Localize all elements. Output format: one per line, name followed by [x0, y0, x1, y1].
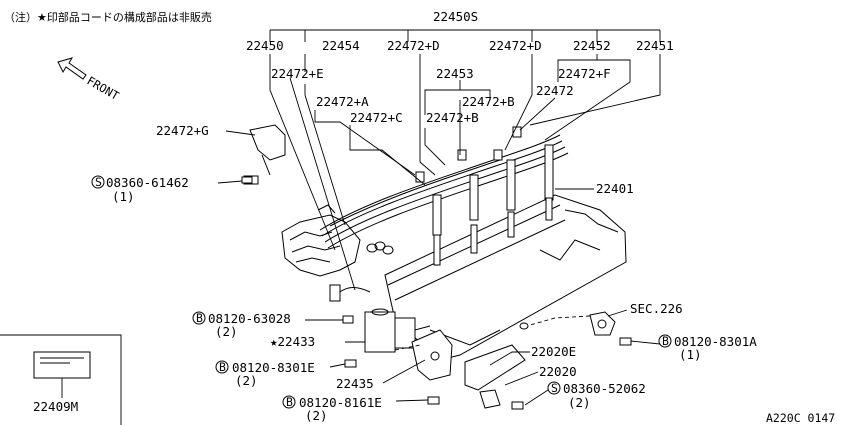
label-22020: 22020: [539, 364, 577, 379]
label-22450s: 22450S: [433, 9, 478, 24]
b-prefix-icon: [282, 395, 296, 409]
label-22435: 22435: [336, 376, 374, 391]
qty-08120-63028: (2): [215, 324, 238, 339]
cable-clips: [415, 126, 522, 183]
label-22472b-1: 22472+B: [462, 94, 515, 109]
qty-08120-8301e: (2): [235, 373, 258, 388]
label-08360-52062: 08360-52062: [563, 381, 646, 396]
plug-boot-4: [544, 144, 554, 221]
label-08120-8161e: 08120-8161E: [299, 395, 382, 410]
label-22409m: 22409M: [33, 399, 78, 414]
leader-lines: [217, 29, 661, 406]
label-22453: 22453: [436, 66, 474, 81]
bolt-icon-b2: [619, 337, 632, 346]
b-prefix-letter: B: [196, 311, 203, 325]
label-08120-8301a: 08120-8301A: [674, 334, 757, 349]
qty-08360-52062: (2): [568, 395, 591, 410]
coil-bracket: [411, 329, 453, 381]
bolt-icon-s2: [511, 401, 524, 410]
bolt-icon-b4: [427, 396, 440, 405]
b-prefix-letter: B: [662, 334, 669, 348]
bolt-icon-b3: [344, 359, 357, 368]
label-22472g: 22472+G: [156, 123, 209, 138]
s-prefix-letter: S: [95, 175, 102, 189]
label-22472c: 22472+C: [350, 110, 403, 125]
label-22472e: 22472+E: [271, 66, 324, 81]
plug-boot-3: [506, 159, 516, 238]
b-prefix-icon: [658, 334, 672, 348]
sec226-sensor: [589, 311, 616, 336]
ignition-cables: [319, 134, 569, 249]
label-22401: 22401: [596, 181, 634, 196]
plug-boot-2: [469, 174, 479, 254]
ignition-coil: [364, 308, 416, 353]
label-22472a: 22472+A: [316, 94, 369, 109]
front-arrow-icon: [57, 57, 87, 80]
b-prefix-letter: B: [219, 360, 226, 374]
label-22020e: 22020E: [531, 344, 576, 359]
s-prefix-icon: [547, 381, 561, 395]
diagram-code: A220C 0147: [766, 411, 835, 425]
label-22450: 22450: [246, 38, 284, 53]
non-sale-note: （注）★印部品コードの構成部品は非販売: [4, 10, 212, 24]
label-22433: ★22433: [270, 334, 315, 349]
front-label: FRONT: [85, 73, 122, 102]
qty-08120-8301a: (1): [679, 347, 702, 362]
plug-boot-1: [432, 194, 442, 266]
label-sec226: SEC.226: [630, 301, 683, 316]
label-22472b-2: 22472+B: [426, 110, 479, 125]
label-22451: 22451: [636, 38, 674, 53]
label-22472f: 22472+F: [558, 66, 611, 81]
label-08120-63028: 08120-63028: [208, 311, 291, 326]
label-22472d-1: 22472+D: [387, 38, 440, 53]
qty-08120-8161e: (2): [305, 408, 328, 423]
qty-08360-61462: (1): [112, 189, 135, 204]
rocker-cover: [384, 194, 627, 361]
b-prefix-icon: [215, 360, 229, 374]
distributor-housing: [281, 204, 394, 277]
label-22472: 22472: [536, 83, 574, 98]
bracket-22020: [464, 344, 526, 409]
label-22472d-2: 22472+D: [489, 38, 542, 53]
bolt-icon-b1: [342, 315, 354, 324]
label-08120-8301e: 08120-8301E: [232, 360, 315, 375]
s-prefix-letter: S: [551, 381, 558, 395]
s-prefix-icon: [91, 175, 105, 189]
label-22454: 22454: [322, 38, 360, 53]
bolt-icon-s1: [241, 176, 253, 184]
label-08360-61462: 08360-61462: [106, 175, 189, 190]
coil-lead: [329, 284, 371, 302]
label-22452: 22452: [573, 38, 611, 53]
b-prefix-letter: B: [286, 395, 293, 409]
b-prefix-icon: [192, 311, 206, 325]
bracket-22472g: [243, 124, 286, 185]
inset-box: [0, 334, 122, 425]
